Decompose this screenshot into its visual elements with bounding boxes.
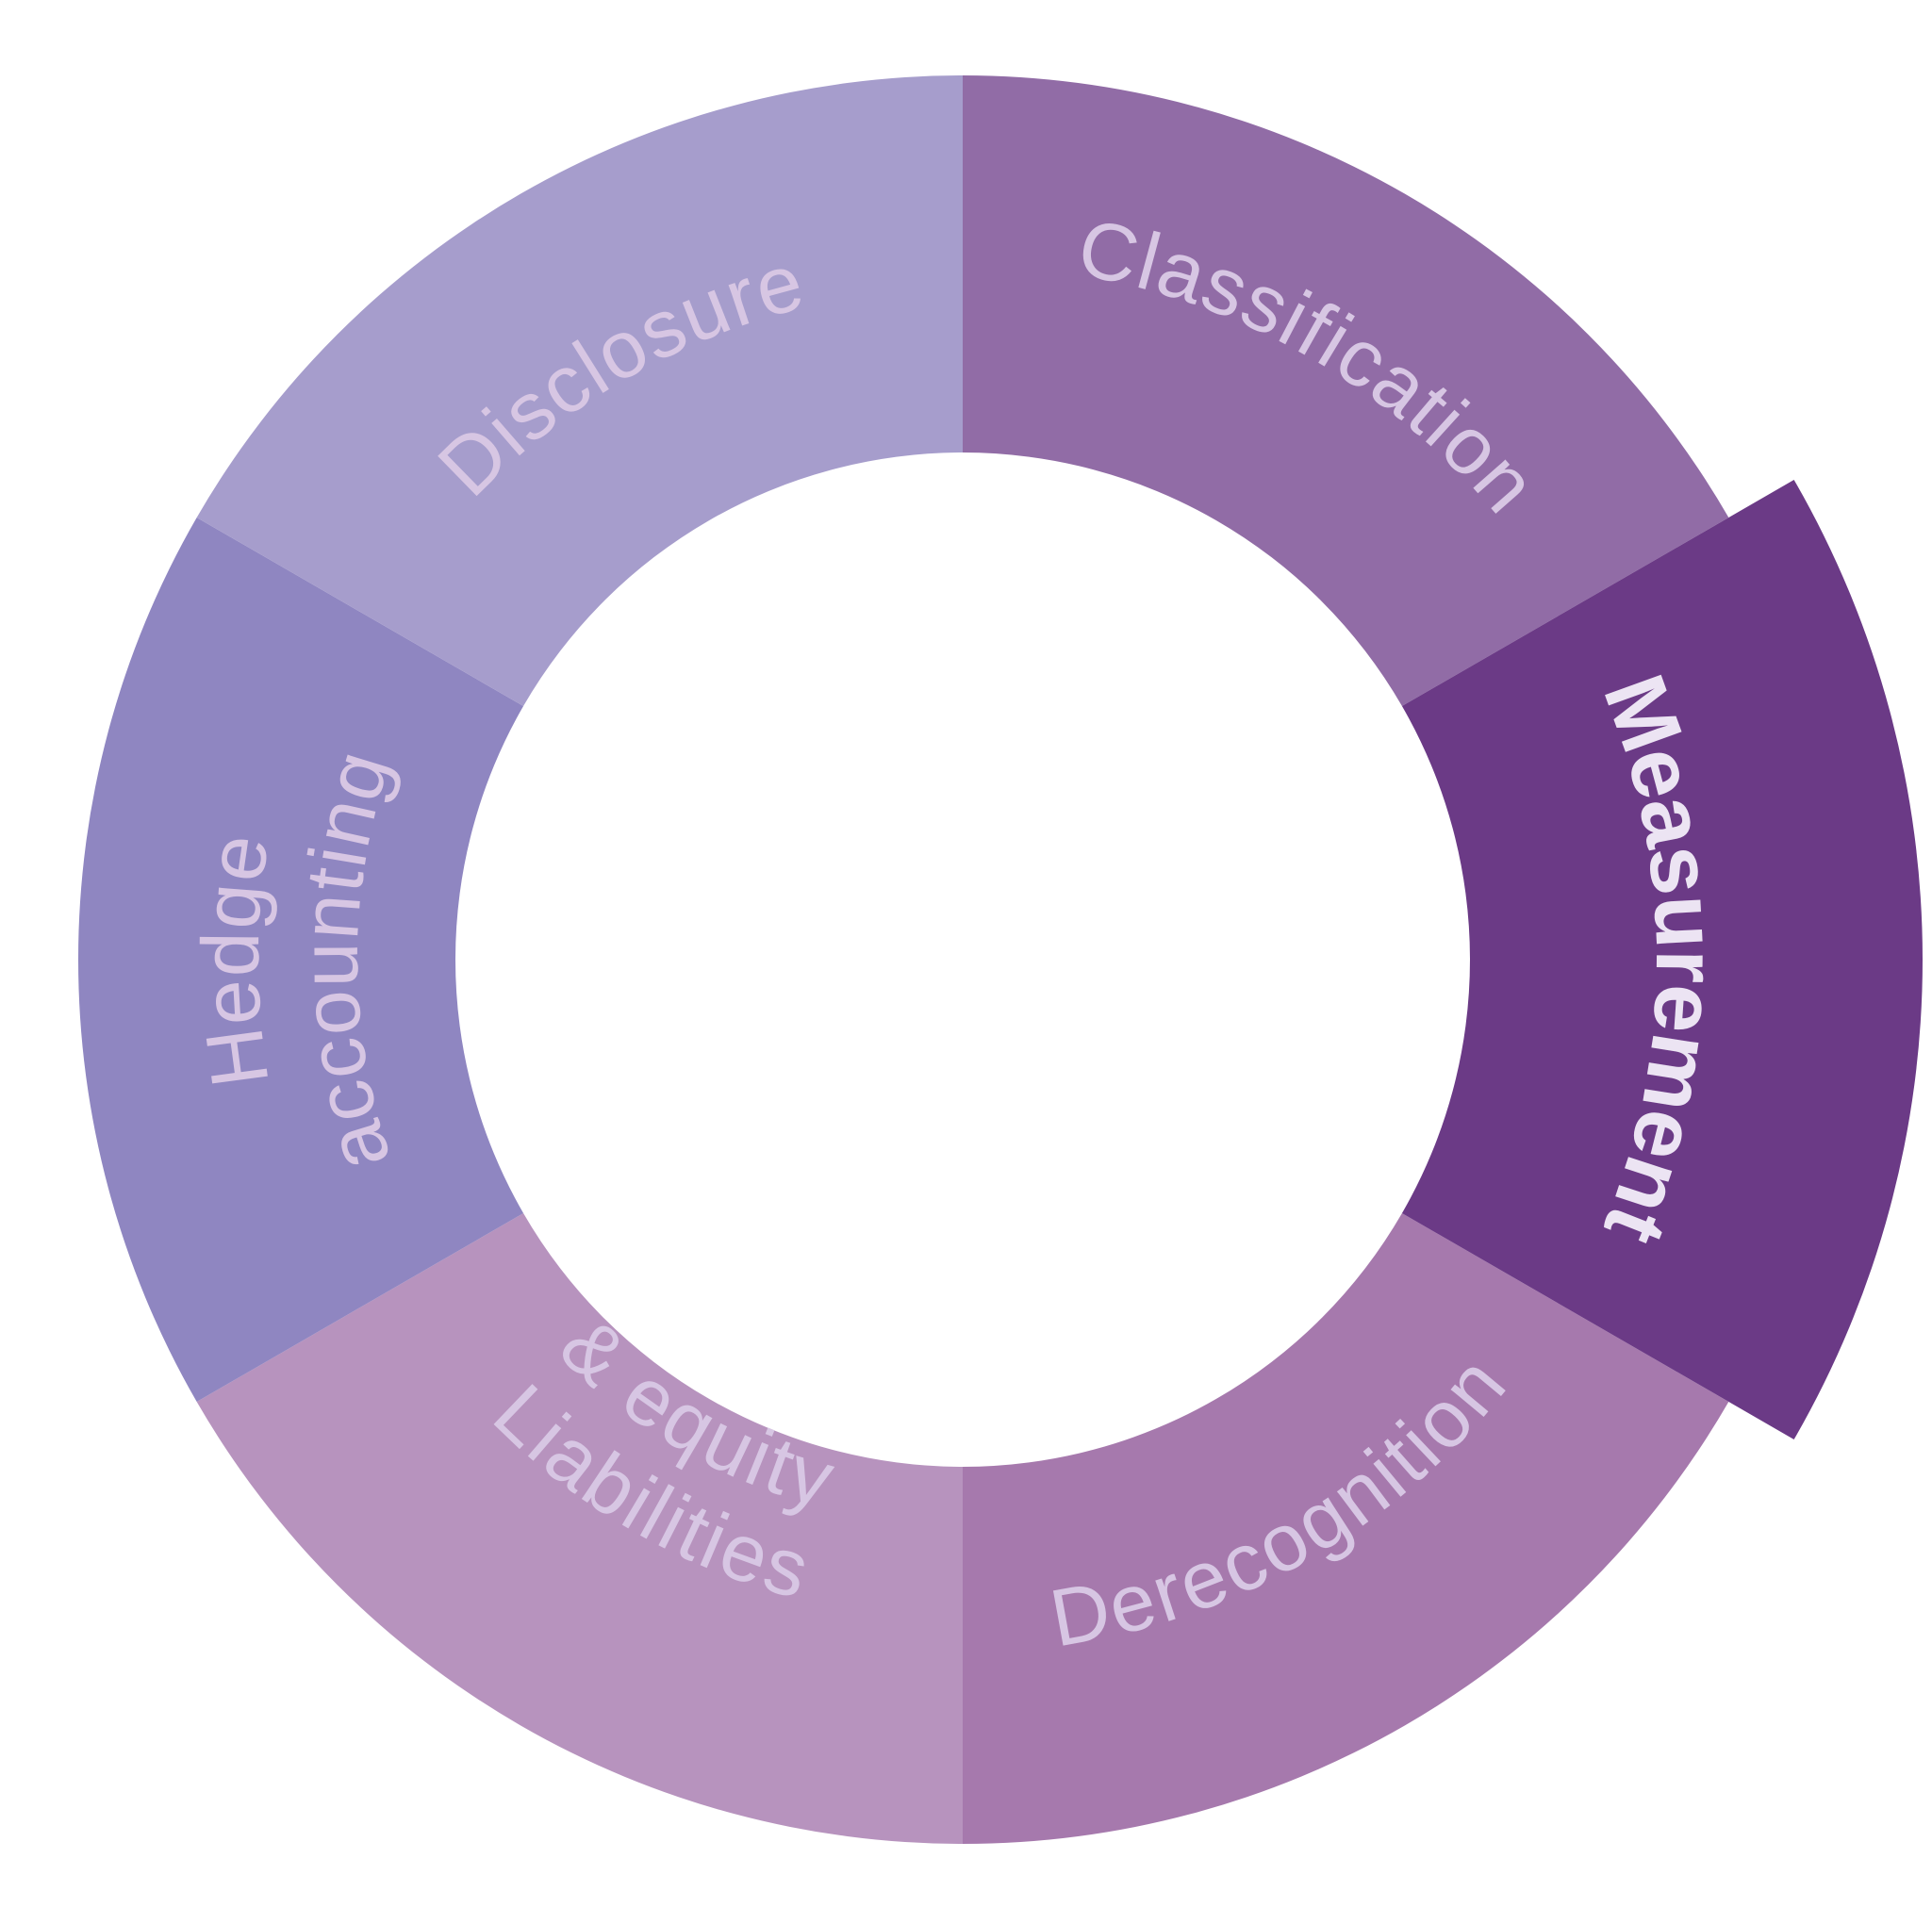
segment-classification[interactable] [963, 75, 1729, 706]
segment-measurement[interactable] [1401, 480, 1923, 1439]
segment-hedge-accounting[interactable] [77, 518, 524, 1402]
segment-liabilities-equity[interactable] [196, 1213, 964, 1844]
segment-disclosure[interactable] [196, 74, 964, 706]
label-hedge-accounting-line-1: Hedge [186, 827, 287, 1093]
segments-layer [77, 74, 1923, 1844]
segment-derecognition[interactable] [963, 1213, 1729, 1844]
